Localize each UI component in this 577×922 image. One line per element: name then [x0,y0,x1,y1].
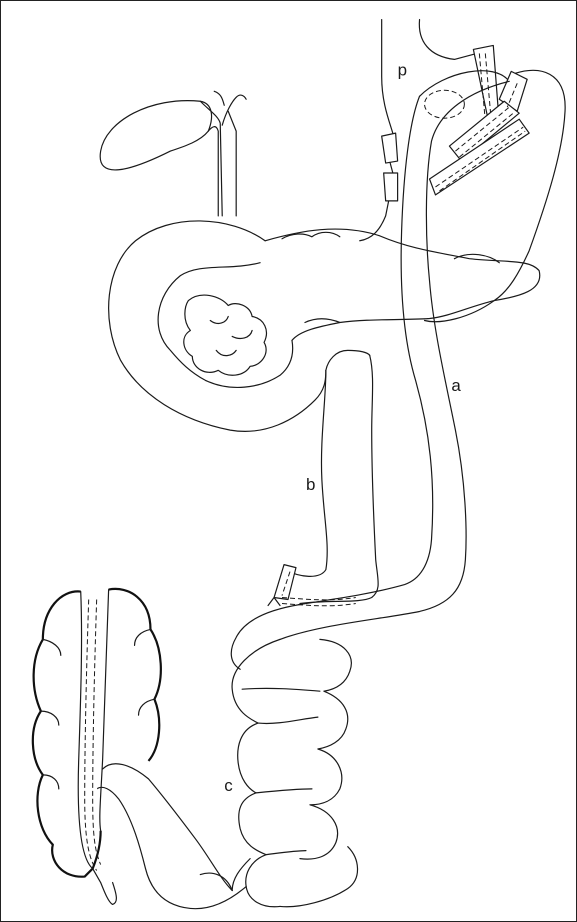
pancreas [265,229,540,340]
label-c: c [224,776,233,795]
duodenum [109,221,326,431]
gallbladder [100,91,246,216]
colon [33,589,161,905]
label-b: b [306,475,315,494]
limb-b [274,350,378,603]
label-a: a [451,376,461,395]
small-bowel-loops [231,605,357,907]
label-p: p [398,60,407,79]
